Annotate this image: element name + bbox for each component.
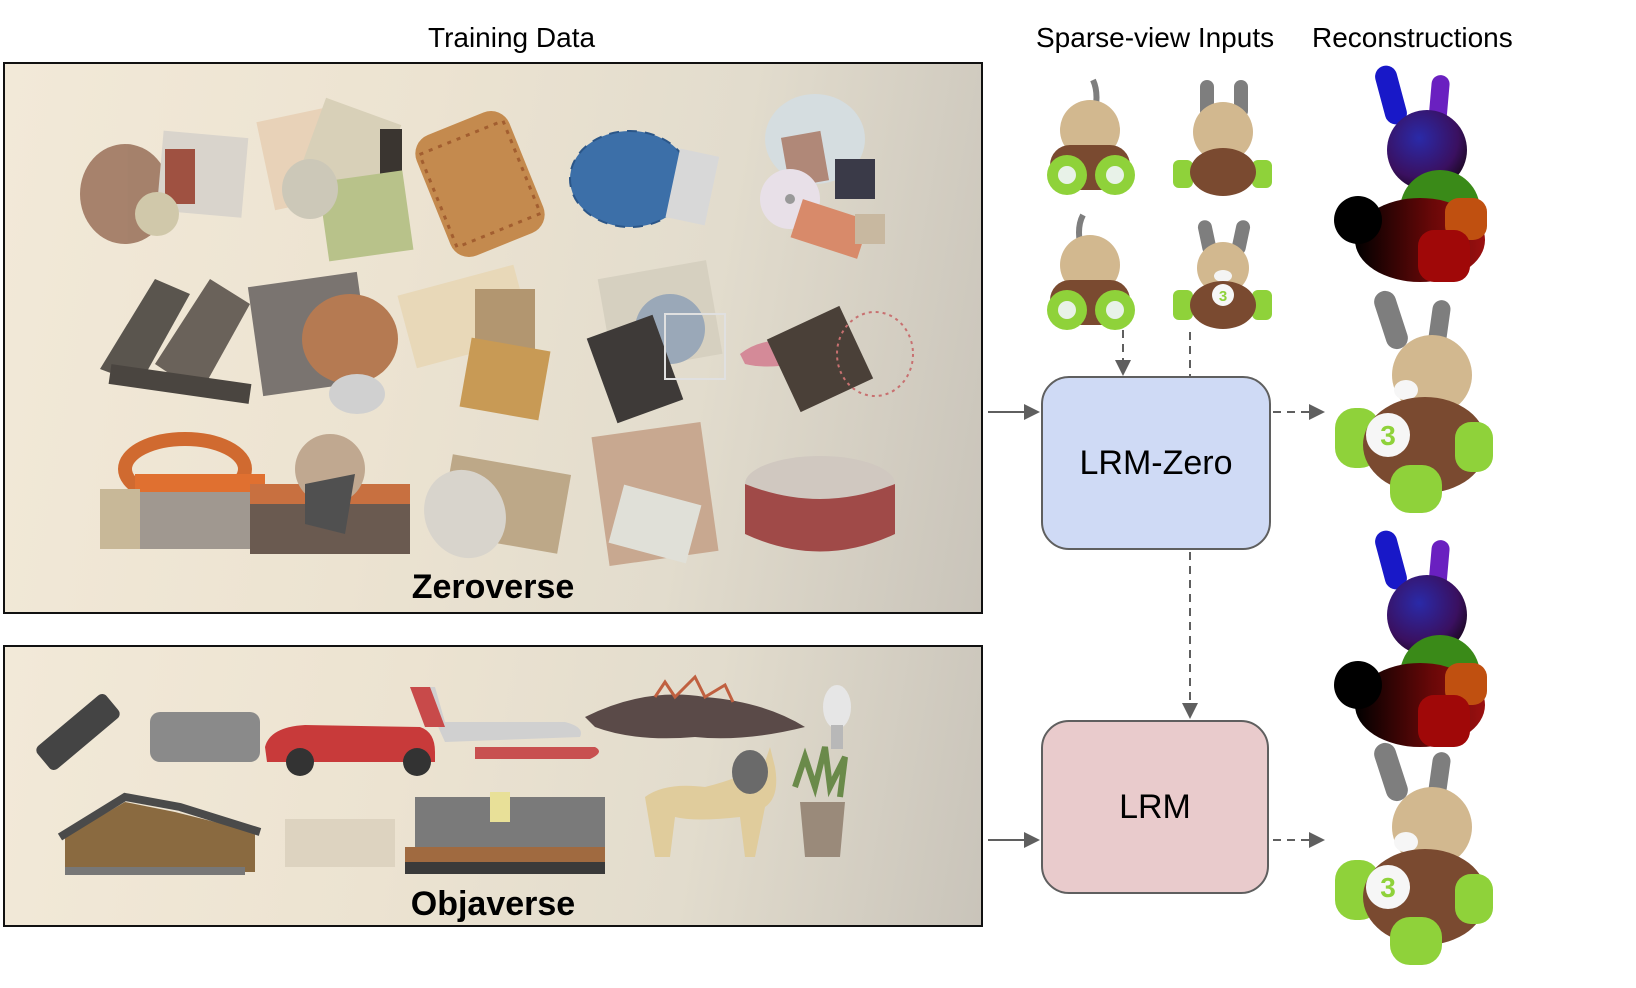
zeroverse-objects-illustration [80, 94, 914, 567]
table-object [285, 819, 395, 867]
lrm-zero-label: LRM-Zero [1079, 443, 1233, 482]
reconstructions-header: Reconstructions [1312, 22, 1513, 53]
lrm-model-box: LRM [1041, 720, 1269, 894]
potted-plant-object [792, 746, 848, 857]
procedural-shape-cluster [424, 454, 572, 559]
procedural-shape-cluster [760, 94, 885, 259]
sparse-view-front: 3 [1173, 220, 1272, 329]
log-house-object [57, 792, 262, 875]
procedural-shape-cluster [745, 456, 895, 552]
procedural-shape-cluster [591, 421, 719, 567]
reconstruction-rgb-lrm: 3 [1335, 742, 1493, 965]
lrm-label: LRM [1119, 787, 1191, 826]
procedural-shape-cluster [586, 260, 726, 424]
procedural-shape-cluster [80, 130, 249, 244]
sparse-view-inputs-header: Sparse-view Inputs [1036, 22, 1275, 53]
recon-number-badge: 3 [1380, 420, 1396, 451]
objaverse-label: Objaverse [410, 885, 576, 923]
reconstruction-normal-map-lrm [1334, 530, 1487, 747]
procedural-shape-cluster [250, 434, 410, 554]
seaplane-object [410, 687, 599, 759]
front-number-badge: 3 [1219, 288, 1227, 305]
sparse-view-back [1173, 80, 1272, 196]
lrm-zero-model-box: LRM-Zero [1041, 376, 1271, 550]
reconstruction-normal-map-lrm-zero [1334, 65, 1487, 282]
procedural-shape-cluster [100, 279, 252, 404]
light-bulb-object [823, 685, 851, 749]
suitcase-object [36, 694, 260, 770]
procedural-shape-cluster [740, 305, 914, 413]
sparse-view-side-right [1047, 213, 1135, 330]
red-car-object [265, 725, 435, 776]
reconstruction-rgb-lrm-zero: 3 [1335, 290, 1493, 513]
recon-number-badge: 3 [1380, 872, 1396, 903]
castle-object [405, 792, 605, 874]
dragon-object [585, 674, 805, 739]
objaverse-panel: Objaverse [3, 645, 983, 927]
zeroverse-label: Zeroverse [411, 568, 575, 606]
sparse-view-side-left [1047, 78, 1135, 195]
procedural-shape-cluster [247, 271, 398, 414]
dog-object [645, 747, 777, 857]
procedural-shape-cluster [415, 111, 545, 257]
procedural-shape-cluster [569, 130, 720, 228]
zeroverse-panel: Zeroverse [3, 62, 983, 614]
objaverse-objects-illustration [36, 674, 851, 875]
procedural-shape-cluster [256, 97, 414, 262]
training-data-header: Training Data [428, 22, 596, 53]
procedural-shape-cluster [100, 432, 265, 549]
procedural-shape-cluster [397, 264, 551, 421]
